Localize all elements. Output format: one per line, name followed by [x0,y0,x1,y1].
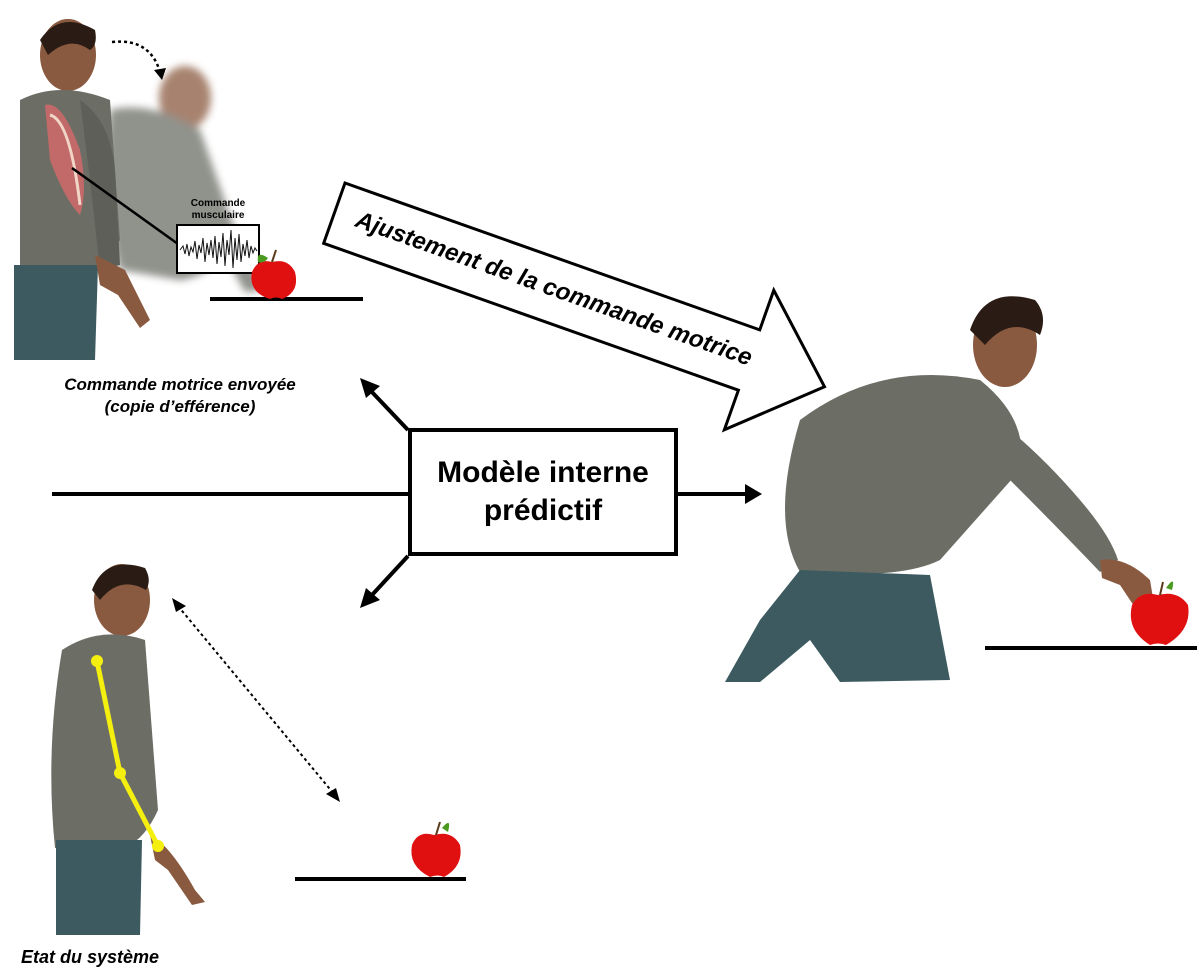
motion-dotted-arrow [111,40,162,73]
muscle-command-line1: Commande [190,198,246,209]
arrow-to-motor-command [368,388,410,432]
adjustment-label: Ajustement de la commande motrice [351,206,756,372]
emg-signal-trace [179,229,258,269]
arrow-to-system-state [370,554,410,597]
figure-top-left [14,19,363,360]
model-line1: Modèle interne [437,456,649,489]
motor-command-line2: (copie d’efférence) [104,397,256,416]
internal-model-box: Modèle interne prédictif [408,428,678,556]
muscle-command-label: Commande musculaire [178,198,258,222]
figure-bottom-left [51,564,466,935]
adjustment-arrow [321,181,827,433]
apple-bottom [411,821,461,877]
muscle-command-line2: musculaire [191,210,245,221]
apple-right [1130,581,1189,645]
figure-right [725,296,1197,682]
system-state-label: Etat du système [20,947,160,967]
biceps-muscle [45,104,84,215]
motor-command-label: Commande motrice envoyée (copie d’effére… [30,374,330,418]
apple-top-left [251,249,297,299]
motor-command-line1: Commande motrice envoyée [64,375,296,394]
distance-dotted-arrow [177,605,335,795]
model-line2: prédictif [483,494,603,527]
